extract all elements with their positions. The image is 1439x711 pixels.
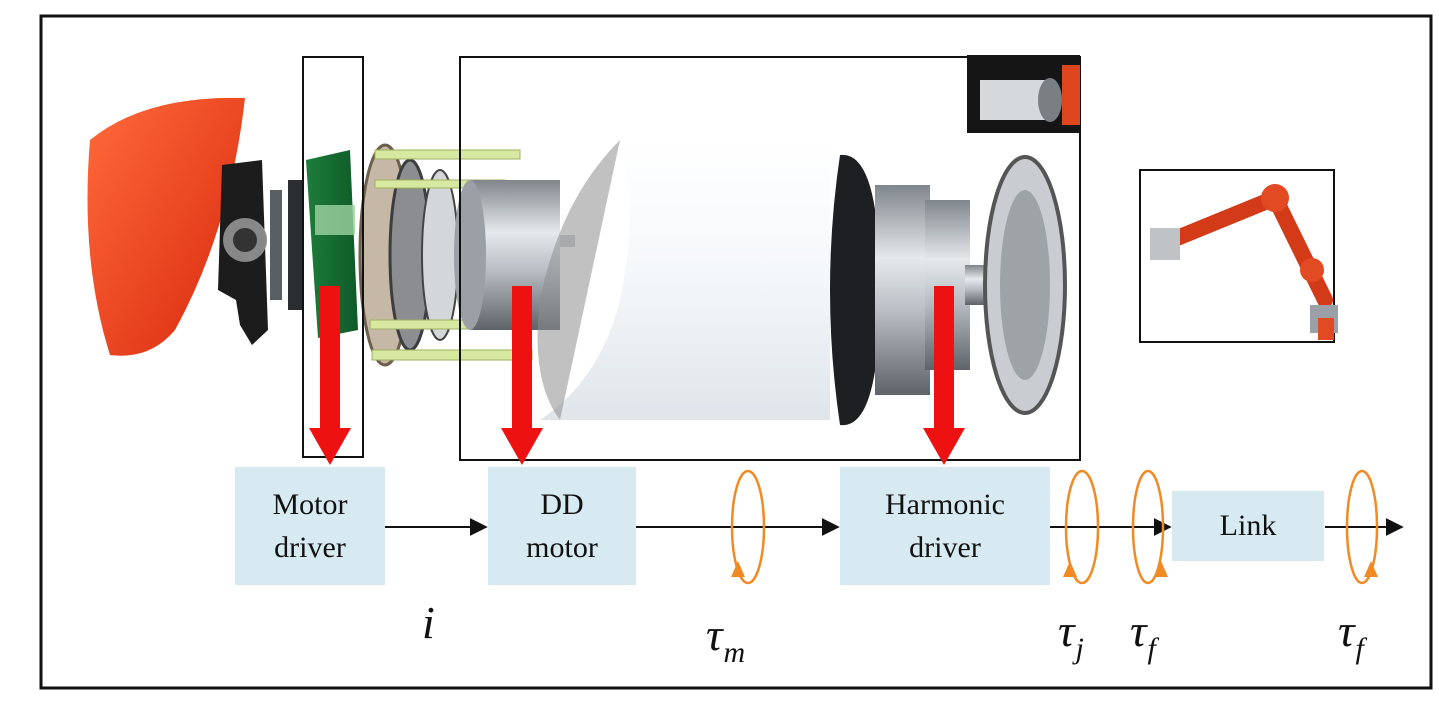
symbol-subscript: j: [1075, 632, 1084, 665]
harmonic-drive-part: [875, 185, 930, 395]
link-block: Link: [1172, 491, 1324, 561]
block-label: Motor: [272, 487, 348, 521]
block-label: Link: [1219, 509, 1277, 543]
motor-driver-block: Motor driver: [235, 467, 385, 585]
motor-highlight-box: [459, 56, 1081, 461]
symbol-subscript: m: [723, 636, 746, 669]
torque-ring-m: [730, 469, 766, 585]
block-label: motor: [526, 531, 598, 564]
brake-plate-part: [421, 169, 459, 341]
torque-ring-f1: [1131, 469, 1168, 585]
housing-tube-part: [540, 140, 830, 420]
harmonic-driver-block: Harmonic driver: [840, 467, 1050, 585]
disc-part: [270, 190, 282, 300]
robot-arm-inset: [1139, 169, 1338, 343]
dd-motor-block: DD motor: [488, 467, 636, 585]
red-arrow-motor-driver: [309, 286, 351, 465]
actuator-photo-inset: [967, 55, 1080, 133]
symbol-subscript: f: [1355, 632, 1364, 665]
outer-frame: [39, 14, 1433, 690]
end-cover-part: [87, 97, 245, 356]
current-symbol: i: [422, 600, 435, 646]
symbol-subscript: f: [1147, 632, 1156, 665]
red-arrow-dd-motor: [501, 286, 543, 465]
bracket-part: [218, 160, 268, 345]
symbol-text: τ: [1130, 605, 1147, 656]
encoder-board-part: [306, 150, 358, 338]
flexspline-part: [830, 154, 880, 426]
block-label: DD: [540, 487, 584, 521]
symbol-text: i: [422, 597, 435, 648]
torque-ring-j: [1063, 469, 1100, 585]
actuator-render: [87, 97, 1067, 426]
disc-part: [288, 180, 302, 310]
symbol-text: τ: [1338, 605, 1355, 656]
tau-f-symbol-2: τf: [1338, 608, 1364, 664]
symbol-text: τ: [1058, 605, 1075, 656]
torque-ring-f2: [1345, 469, 1379, 585]
block-label: driver: [274, 531, 346, 564]
block-label: driver: [909, 531, 981, 564]
tau-j-symbol: τj: [1058, 608, 1084, 664]
red-arrow-harmonic-driver: [923, 286, 965, 465]
block-label: Harmonic: [885, 487, 1005, 521]
symbol-text: τ: [706, 609, 723, 660]
tau-m-symbol: τm: [706, 612, 745, 668]
tau-f-symbol-1: τf: [1130, 608, 1156, 664]
bolt-set-part: [369, 149, 533, 361]
